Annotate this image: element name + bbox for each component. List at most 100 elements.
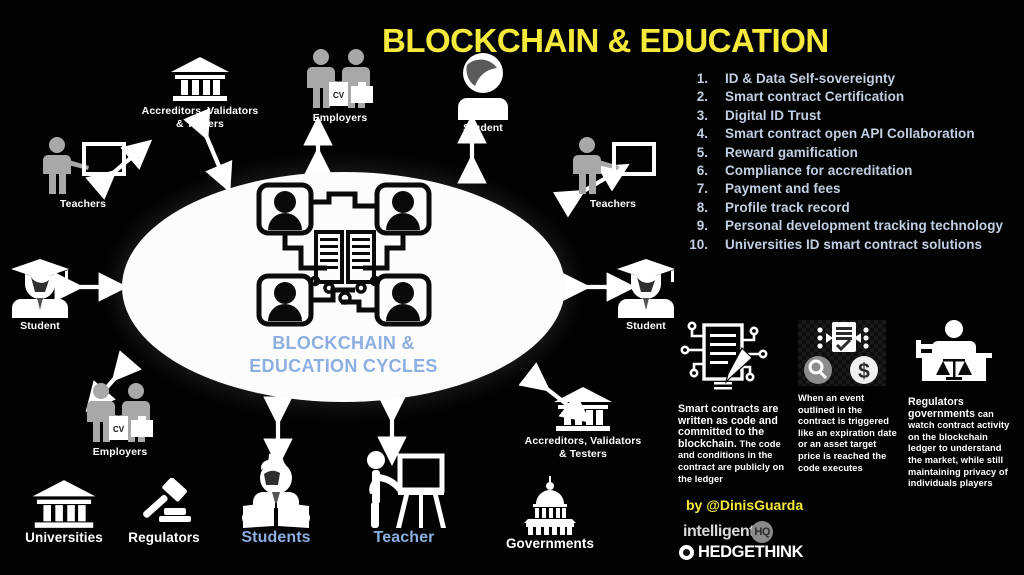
node-teachers-left[interactable]: Teachers [35, 136, 131, 211]
contract-document-pen-circuit-icon [680, 321, 768, 390]
bank-building-icon [32, 480, 96, 528]
list-text: Personal development tracking technology [725, 218, 1004, 234]
block-rest: can watch contract activity on the block… [908, 408, 1010, 489]
judge-bench-scales-icon [916, 320, 992, 381]
node-label: Student [20, 320, 60, 332]
intelligenthq-logo[interactable]: intelligent HQ [683, 521, 774, 543]
list-text: Smart contract open API Collaboration [725, 126, 975, 142]
list-item[interactable]: 7. Payment and fees [678, 180, 1008, 197]
list-number: 3. [696, 107, 708, 123]
list-item[interactable]: 9. Personal development tracking technol… [678, 217, 1008, 234]
teacher-easel-icon [367, 451, 446, 528]
list-number: 5. [696, 144, 708, 160]
node-label: Employers [92, 446, 148, 458]
node-label: Teacher [373, 529, 435, 546]
blockchain-network-icon [256, 182, 432, 327]
block-lead: Regulators governments [908, 396, 976, 420]
node-accreditors-top[interactable]: Accreditors, Validators& Testers [125, 55, 275, 130]
student-reading-book-icon [242, 453, 310, 528]
explainer-block-smart-contracts: Smart contracts are written as code and … [678, 320, 790, 485]
center-caption: BLOCKCHAIN & EDUCATION CYCLES [122, 332, 565, 378]
node-label: Governments [505, 536, 595, 551]
block-rest: When an event outlined in the contract i… [798, 393, 897, 473]
node-student-top[interactable]: Student [443, 52, 523, 135]
graduate-cap-icon [11, 259, 69, 318]
node-label: Teachers [59, 198, 107, 210]
node-label: Teachers [589, 198, 637, 210]
list-text: Universities ID smart contract solutions [725, 236, 983, 252]
list-number: 8. [696, 199, 708, 215]
list-number: 7. [696, 181, 708, 197]
node-student-right[interactable]: Student [608, 256, 684, 333]
node-label: Accreditors, Validators& Testers [141, 105, 259, 130]
node-label: Student [463, 122, 503, 134]
list-number: 4. [696, 126, 708, 142]
teacher-whiteboard-icon [43, 137, 126, 194]
person-bust-icon [458, 53, 508, 120]
bank-building-icon [171, 57, 229, 101]
list-item[interactable]: 3. Digital ID Trust [678, 107, 1008, 124]
list-number: 2. [696, 89, 708, 105]
list-item[interactable]: 1. ID & Data Self-sovereignty [678, 70, 1008, 87]
svg-text:CV: CV [113, 425, 125, 434]
block-text: When an event outlined in the contract i… [798, 393, 898, 474]
block-lead: Smart contracts are written as code and … [678, 403, 779, 450]
list-item[interactable]: 6. Compliance for accreditation [678, 162, 1008, 179]
node-accreditors-bottom[interactable]: Accreditors, Validators& Testers [508, 385, 658, 460]
node-employers-bottom[interactable]: CV Employers [78, 382, 162, 459]
hedgethink-logo[interactable]: HEDGETHINK [679, 543, 803, 562]
gavel-icon [143, 478, 191, 522]
node-teachers-right[interactable]: Teachers [565, 136, 661, 211]
list-item[interactable]: 8. Profile track record [678, 199, 1008, 216]
node-label: Employers [312, 112, 368, 124]
list-number: 6. [696, 163, 708, 179]
node-label: Universities [25, 530, 103, 545]
list-text: ID & Data Self-sovereignty [725, 71, 896, 86]
list-number: 1. [696, 71, 708, 86]
node-label: Student [626, 320, 666, 332]
node-employers-top[interactable]: CV Employers [298, 48, 382, 125]
node-universities[interactable]: Universities [16, 478, 112, 545]
list-text: Digital ID Trust [725, 107, 822, 123]
node-students-bottom[interactable]: Students [228, 452, 324, 545]
list-number: 9. [696, 218, 708, 234]
bank-building-icon [554, 387, 612, 431]
teacher-whiteboard-icon [573, 137, 656, 194]
author-credit[interactable]: by @DinisGuarda [686, 497, 804, 513]
node-teacher-bottom[interactable]: Teacher [352, 448, 456, 545]
node-governments[interactable]: Governments [488, 474, 612, 551]
list-text: Payment and fees [725, 181, 841, 197]
document-check-magnifier-dollar-icon: $ [804, 322, 878, 384]
list-text: Smart contract Certification [725, 89, 905, 105]
list-item[interactable]: 10. Universities ID smart contract solut… [678, 236, 1008, 253]
list-text: Profile track record [725, 199, 850, 215]
center-caption-line1: BLOCKCHAIN & [272, 333, 415, 353]
block-rest: The code and conditions in the contract … [678, 438, 785, 484]
list-item[interactable]: 2. Smart contract Certification [678, 88, 1008, 105]
node-label: Regulators [128, 530, 200, 545]
handshake-cv-briefcase-icon: CV [87, 383, 153, 442]
node-regulators[interactable]: Regulators [118, 478, 210, 545]
intelligenthq-badge: HQ [751, 521, 774, 543]
svg-text:$: $ [858, 360, 870, 383]
intelligenthq-word: intelligent [683, 523, 755, 540]
graduate-cap-icon [617, 259, 675, 318]
explainer-block-event-trigger: $ When an event outlined in the contract… [798, 320, 898, 474]
list-item[interactable]: 5. Reward gamification [678, 144, 1008, 161]
block-text: Regulators governments can watch contrac… [908, 396, 1014, 490]
capitol-dome-icon [524, 476, 576, 535]
list-text: Reward gamification [725, 144, 858, 160]
explainer-block-regulators: Regulators governments can watch contrac… [908, 320, 1014, 490]
list-item[interactable]: 4. Smart contract open API Collaboration [678, 125, 1008, 142]
hedgethink-dot-icon [679, 545, 694, 560]
node-label: Students [241, 529, 311, 546]
node-student-left[interactable]: Student [2, 256, 78, 333]
center-ellipse [122, 172, 565, 402]
list-number: 10. [689, 236, 708, 252]
center-caption-line2: EDUCATION CYCLES [249, 356, 438, 376]
handshake-cv-briefcase-icon: CV [307, 49, 373, 108]
page-title: BLOCKCHAIN & EDUCATION [382, 22, 829, 59]
node-label: Accreditors, Validators& Testers [524, 435, 642, 460]
list-text: Compliance for accreditation [725, 163, 913, 179]
